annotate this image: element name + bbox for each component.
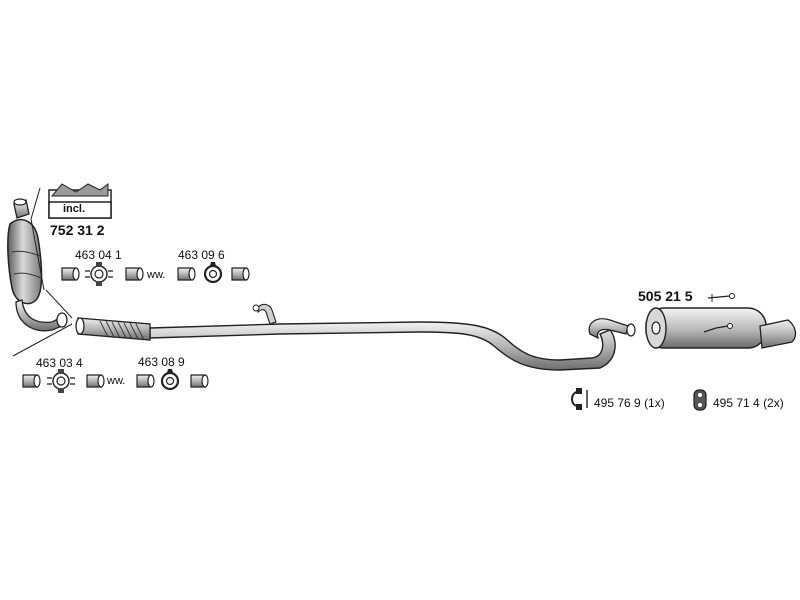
kit-badge-label: incl. — [63, 203, 86, 215]
clamp-icon — [46, 368, 76, 394]
accessory-clip-number-text: 495 76 9 — [594, 396, 641, 410]
pipe-stub-icon — [177, 267, 196, 281]
pipe-stub-icon — [136, 374, 155, 388]
accessory-hanger-number[interactable]: 495 71 4 (2x) — [713, 396, 784, 410]
upper-clamp-part-number[interactable]: 463 04 1 — [75, 248, 122, 262]
flex-pipe[interactable] — [75, 317, 151, 341]
pipe-stub-icon — [125, 267, 144, 281]
pipe-stub-icon — [22, 374, 41, 388]
clip-icon — [571, 388, 588, 410]
pipe-stub-icon — [86, 374, 105, 388]
rear-silencer-part-number[interactable]: 505 21 5 — [638, 288, 693, 304]
lower-clamp-part-number[interactable]: 463 03 4 — [36, 356, 83, 370]
upper-kit-separator: ww. — [147, 269, 166, 281]
accessory-hanger-number-text: 495 71 4 — [713, 396, 760, 410]
pipe-stub-icon — [190, 374, 209, 388]
leader-line-catalytic — [30, 187, 45, 291]
lower-fitting-part-number[interactable]: 463 08 9 — [138, 355, 185, 369]
accessory-hanger-qty: (2x) — [763, 396, 784, 410]
middle-pipe[interactable] — [149, 303, 636, 371]
pipe-stub-icon — [61, 267, 80, 281]
lower-kit-separator: ww. — [107, 375, 126, 387]
rear-silencer[interactable] — [645, 307, 797, 349]
upper-fitting-part-number[interactable]: 463 09 6 — [178, 248, 225, 262]
ring-fitting-icon — [160, 367, 180, 391]
rubber-hanger-icon — [693, 389, 707, 411]
rear-silencer-hanger — [707, 293, 735, 302]
accessory-clip-qty: (1x) — [644, 396, 665, 410]
ring-fitting-icon — [203, 260, 223, 284]
clamp-icon — [84, 261, 114, 287]
catalytic-converter[interactable] — [7, 198, 68, 332]
mounting-kit-box[interactable] — [48, 183, 112, 219]
pipe-stub-icon — [231, 267, 250, 281]
catalytic-converter-part-number[interactable]: 752 31 2 — [50, 222, 105, 238]
accessory-clip-number[interactable]: 495 76 9 (1x) — [594, 396, 665, 410]
leader-line-kits — [12, 289, 73, 357]
